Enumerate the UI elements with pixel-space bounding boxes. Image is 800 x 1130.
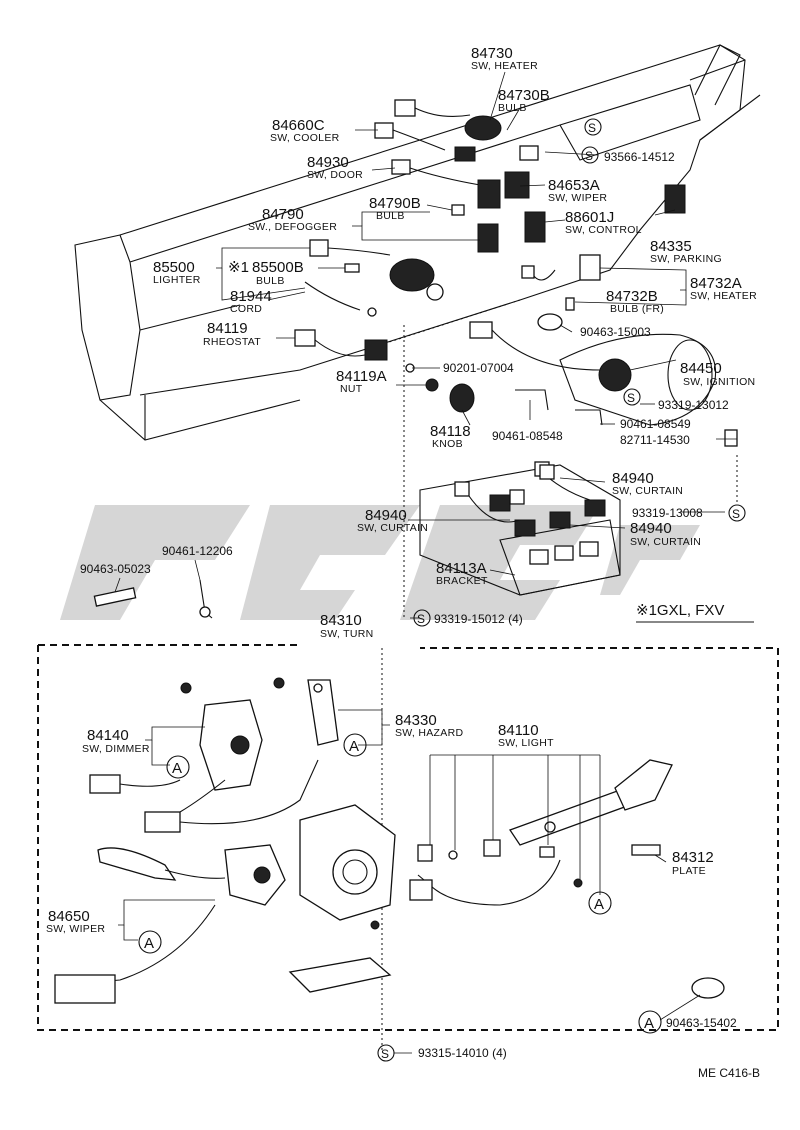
part-name: SW, HAZARD bbox=[395, 727, 463, 739]
part-labels: 84730 SW, HEATER 84730B BULB 84660C SW, … bbox=[46, 45, 760, 1080]
part-name: LIGHTER bbox=[153, 274, 201, 286]
marker-a: A bbox=[594, 896, 604, 913]
part-code: 93319-13008 bbox=[632, 506, 703, 520]
part-name: NUT bbox=[340, 383, 363, 395]
part-number: 88601J bbox=[565, 209, 614, 226]
marker-a: A bbox=[349, 738, 359, 755]
part-number: 84930 bbox=[307, 154, 349, 171]
part-name: BULB (FR) bbox=[610, 303, 664, 315]
part-name: PLATE bbox=[672, 865, 706, 877]
part-number: 84730B bbox=[498, 87, 550, 104]
part-number: 84940 bbox=[612, 470, 654, 487]
marker-s: S bbox=[417, 612, 425, 626]
marker-s: S bbox=[627, 391, 635, 405]
marker-a: A bbox=[144, 935, 154, 952]
steering-column-shroud bbox=[559, 333, 717, 426]
marker-s: S bbox=[585, 149, 593, 163]
part-number: 81944 bbox=[230, 288, 272, 305]
part-name: SW, CONTROL bbox=[565, 224, 642, 236]
part-name: CORD bbox=[230, 303, 262, 315]
part-number: 84118 bbox=[430, 423, 471, 440]
part-name: SW, CURTAIN bbox=[612, 485, 683, 497]
part-code: 90463-15402 bbox=[666, 1016, 737, 1030]
dashboard-panel bbox=[74, 44, 761, 441]
part-number: 84650 bbox=[48, 908, 90, 925]
part-code: 93315-14010 (4) bbox=[418, 1046, 507, 1060]
upper-switches bbox=[294, 99, 738, 480]
part-code: 90461-08548 bbox=[492, 429, 563, 443]
part-number: 84312 bbox=[672, 849, 714, 866]
part-name: BULB bbox=[376, 210, 405, 222]
part-number: 84940 bbox=[630, 520, 672, 537]
part-number: 84730 bbox=[471, 45, 513, 62]
part-name: SW, WIPER bbox=[46, 923, 105, 935]
part-code: 90463-15003 bbox=[580, 325, 651, 339]
reference-code: ME C416-B bbox=[698, 1066, 760, 1080]
part-name: SW, LIGHT bbox=[498, 737, 554, 749]
part-number: 85500 bbox=[153, 259, 195, 276]
part-number: 84790 bbox=[262, 206, 304, 223]
part-name: BRACKET bbox=[436, 575, 488, 587]
part-number: 84310 bbox=[320, 612, 362, 629]
part-code: 90201-07004 bbox=[443, 361, 514, 375]
part-name: KNOB bbox=[432, 438, 463, 450]
variant-note: ※1GXL, FXV bbox=[636, 602, 724, 619]
part-code: 93319-15012 (4) bbox=[434, 612, 523, 626]
part-number: 84140 bbox=[87, 727, 129, 744]
part-number: 84119A bbox=[336, 368, 387, 385]
part-number: 84790B bbox=[369, 195, 421, 212]
marker-s: S bbox=[588, 121, 596, 135]
option-mark: ※1 bbox=[228, 259, 249, 276]
part-number: 84110 bbox=[498, 722, 539, 739]
turn-switch-assembly bbox=[54, 677, 725, 1004]
part-code: 93319-13012 bbox=[658, 398, 729, 412]
callout-markers: S S S S S S A A A A A bbox=[138, 118, 746, 1062]
part-number: 84732A bbox=[690, 275, 742, 292]
part-name: SW, WIPER bbox=[548, 192, 607, 204]
part-name: SW, COOLER bbox=[270, 132, 340, 144]
part-number: 84113A bbox=[436, 560, 487, 577]
part-code: 90461-08549 bbox=[620, 417, 691, 431]
part-name: SW, PARKING bbox=[650, 253, 722, 265]
part-name: SW, CURTAIN bbox=[630, 536, 701, 548]
part-name: SW, IGNITION bbox=[683, 376, 755, 388]
part-name: SW, HEATER bbox=[471, 60, 538, 72]
marker-s: S bbox=[381, 1047, 389, 1061]
part-number: 84330 bbox=[395, 712, 437, 729]
part-code: 90461-12206 bbox=[162, 544, 233, 558]
part-number: 84732B bbox=[606, 288, 658, 305]
part-number: 84450 bbox=[680, 360, 722, 377]
part-name: SW., DEFOGGER bbox=[248, 221, 337, 233]
part-code: 93566-14512 bbox=[604, 150, 675, 164]
part-code: 90463-05023 bbox=[80, 562, 151, 576]
marker-s: S bbox=[732, 507, 740, 521]
part-number: 84119 bbox=[207, 320, 248, 337]
leader-lines bbox=[114, 71, 737, 1054]
part-name: SW, TURN bbox=[320, 628, 374, 640]
part-name: SW, DOOR bbox=[307, 169, 363, 181]
marker-a: A bbox=[644, 1015, 654, 1032]
part-number: 84660C bbox=[272, 117, 325, 134]
part-name: BULB bbox=[498, 102, 527, 114]
part-number: 85500B bbox=[252, 259, 304, 276]
part-name: SW, CURTAIN bbox=[357, 522, 428, 534]
curtain-switch-panel bbox=[419, 461, 621, 596]
small-parts bbox=[93, 579, 213, 619]
part-name: SW, HEATER bbox=[690, 290, 757, 302]
part-name: SW, DIMMER bbox=[82, 743, 150, 755]
part-name: BULB bbox=[256, 275, 285, 287]
part-number: 84653A bbox=[548, 177, 600, 194]
watermark-logo bbox=[60, 505, 700, 620]
marker-a: A bbox=[172, 760, 182, 777]
part-number: 84335 bbox=[650, 238, 692, 255]
part-name: RHEOSTAT bbox=[203, 336, 261, 348]
part-code: 82711-14530 bbox=[620, 433, 690, 447]
part-number: 84940 bbox=[365, 507, 407, 524]
